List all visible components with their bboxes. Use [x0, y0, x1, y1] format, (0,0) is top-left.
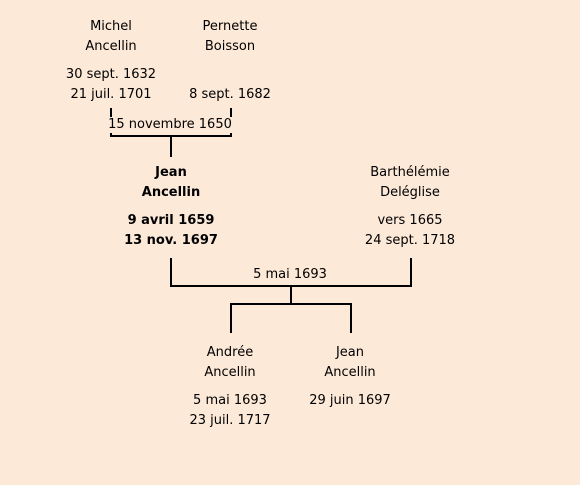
person-barthelemie-delieglise: Barthélémie Deléglise vers 1665 24 sept.… — [365, 163, 455, 251]
birth-date: 30 sept. 1632 — [65, 67, 157, 82]
connector-barthelemie-down — [410, 258, 412, 287]
last-name: Deléglise — [380, 185, 440, 200]
last-name: Boisson — [204, 39, 256, 54]
birth-date — [189, 65, 271, 85]
person-andree-ancellin: Andrée Ancellin 5 mai 1693 23 juil. 1717 — [189, 343, 270, 431]
last-name: Ancellin — [85, 39, 137, 54]
person-michel-ancellin: Michel Ancellin 30 sept. 1632 21 juil. 1… — [66, 17, 156, 105]
person-jean-ancellin-father: Jean Ancellin 9 avril 1659 13 nov. 1697 — [124, 163, 218, 251]
birth-date: 5 mai 1693 — [193, 393, 267, 408]
death-date: 8 sept. 1682 — [189, 87, 271, 102]
first-name: Jean — [335, 345, 365, 360]
first-name: Jean — [155, 165, 187, 180]
death-date: 21 juil. 1701 — [70, 87, 152, 102]
death-date: 24 sept. 1718 — [364, 233, 456, 248]
birth-date: 29 juin 1697 — [309, 393, 391, 408]
last-name: Ancellin — [324, 365, 376, 380]
connector-to-children — [290, 286, 292, 305]
last-name: Ancellin — [141, 185, 201, 200]
union-date-2: 5 mai 1693 — [253, 267, 327, 283]
connector-andree — [230, 304, 232, 333]
first-name: Barthélémie — [370, 165, 450, 180]
children-bar — [230, 303, 352, 305]
first-name: Pernette — [202, 19, 258, 34]
connector-jean-down — [170, 258, 172, 287]
connector-to-jean — [170, 136, 172, 157]
person-jean-ancellin-son: Jean Ancellin 29 juin 1697 — [309, 343, 391, 411]
person-pernette-boisson: Pernette Boisson 8 sept. 1682 — [189, 17, 271, 105]
connector-jean-son — [350, 304, 352, 333]
death-date: 13 nov. 1697 — [124, 233, 218, 248]
first-name: Andrée — [206, 345, 254, 360]
last-name: Ancellin — [204, 365, 256, 380]
death-date: 23 juil. 1717 — [189, 413, 271, 428]
birth-date: vers 1665 — [377, 213, 443, 228]
birth-date: 9 avril 1659 — [127, 213, 215, 228]
union-date-1: 15 novembre 1650 — [108, 117, 232, 133]
first-name: Michel — [90, 19, 132, 34]
